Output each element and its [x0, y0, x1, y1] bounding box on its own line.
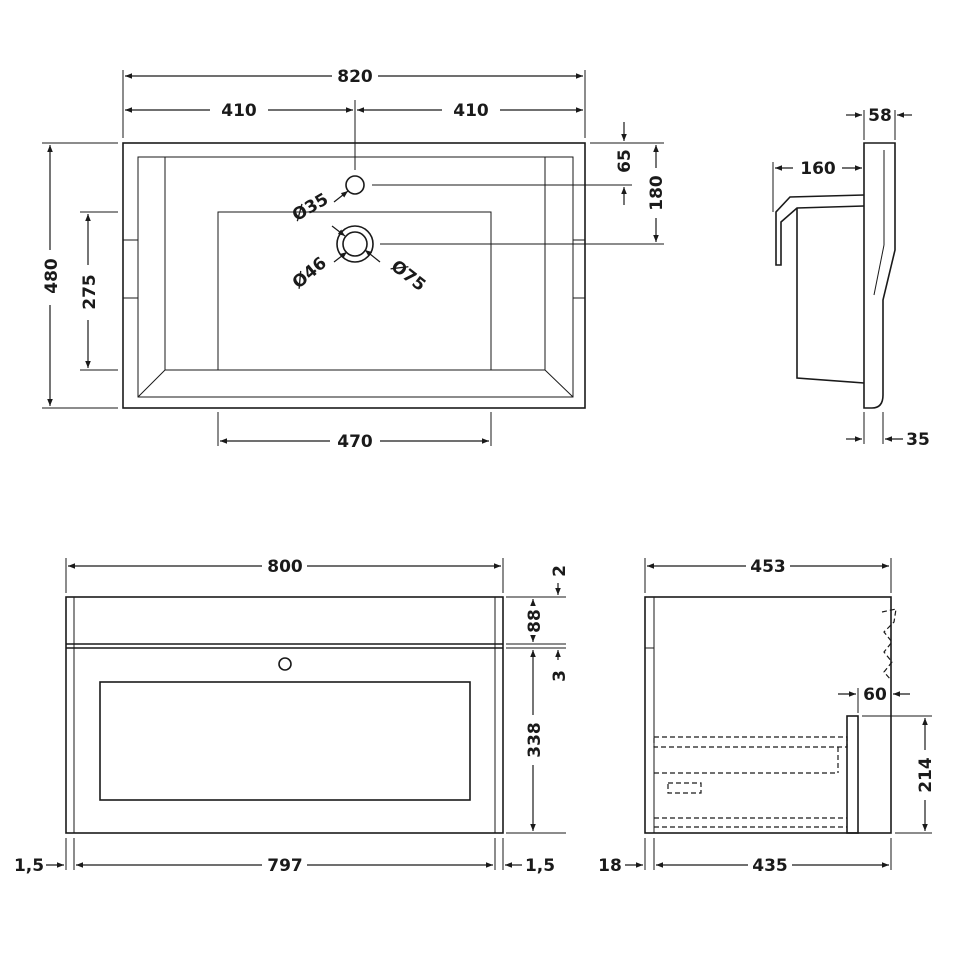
dim-waste-inner-dia: Ø46: [289, 253, 331, 293]
dim-half-right: 410: [453, 101, 489, 121]
dim-projection: 160: [800, 159, 836, 179]
dim-inner-width: 797: [267, 856, 303, 876]
dim-cabinet-width: 800: [267, 557, 303, 577]
waste-inner-icon: [342, 231, 368, 257]
dim-inner-depth: 435: [752, 856, 788, 876]
basin-side-view: 58 160 35: [772, 106, 930, 450]
drawer-handle-hidden: [667, 782, 702, 794]
basin-trap-hidden: [881, 608, 897, 681]
dim-door-height: 338: [525, 722, 545, 758]
dim-rim-depth: 58: [868, 106, 892, 126]
back-panel: [846, 715, 859, 834]
waste-outer-icon: [336, 225, 374, 263]
basin-bowl-profile: [775, 194, 865, 266]
dim-bowl-width: 470: [337, 432, 373, 452]
dim-left-margin: 1,5: [14, 856, 44, 876]
dim-inner-height: 275: [80, 274, 100, 310]
dim-mid-gap: 3: [550, 670, 570, 682]
cabinet-outline: [65, 596, 504, 834]
basin-outline: [122, 142, 586, 409]
basin-profile: [863, 142, 896, 409]
dim-cabinet-depth: 453: [750, 557, 786, 577]
basin-bowl-wall: [796, 208, 865, 384]
dim-top-gap: 2: [550, 565, 570, 577]
cabinet-front-view: 800 2 88 3 338 1,5 797 1,5: [14, 557, 570, 876]
cabinet-side-outline: [644, 596, 892, 834]
dim-panel-thickness: 18: [598, 856, 622, 876]
dim-depth: 480: [42, 258, 62, 294]
basin-bowl: [217, 211, 492, 371]
cabinet-side-view: 453 60 214 18 435: [598, 557, 936, 876]
tap-hole-icon: [345, 175, 365, 195]
dim-right-margin: 1,5: [525, 856, 555, 876]
dim-overall-width: 820: [337, 67, 373, 87]
door-panel: [99, 681, 471, 801]
dim-top-panel: 88: [525, 609, 545, 633]
dim-wall-thickness: 35: [906, 430, 930, 450]
basin-rim: [137, 156, 574, 398]
drawer-top-hidden: [653, 736, 848, 748]
dim-drawer-height: 214: [916, 757, 936, 793]
basin-top-view: 820 410 410 480 275 470 65: [42, 67, 667, 452]
door-knob-icon: [278, 657, 292, 671]
dim-half-left: 410: [221, 101, 257, 121]
dim-tap-offset: 65: [615, 149, 635, 173]
dim-waste-outer-dia: Ø75: [387, 256, 429, 295]
dim-tap-hole-dia: Ø35: [289, 189, 332, 225]
dim-back-offset: 60: [863, 685, 887, 705]
dim-waste-offset: 180: [647, 175, 667, 211]
